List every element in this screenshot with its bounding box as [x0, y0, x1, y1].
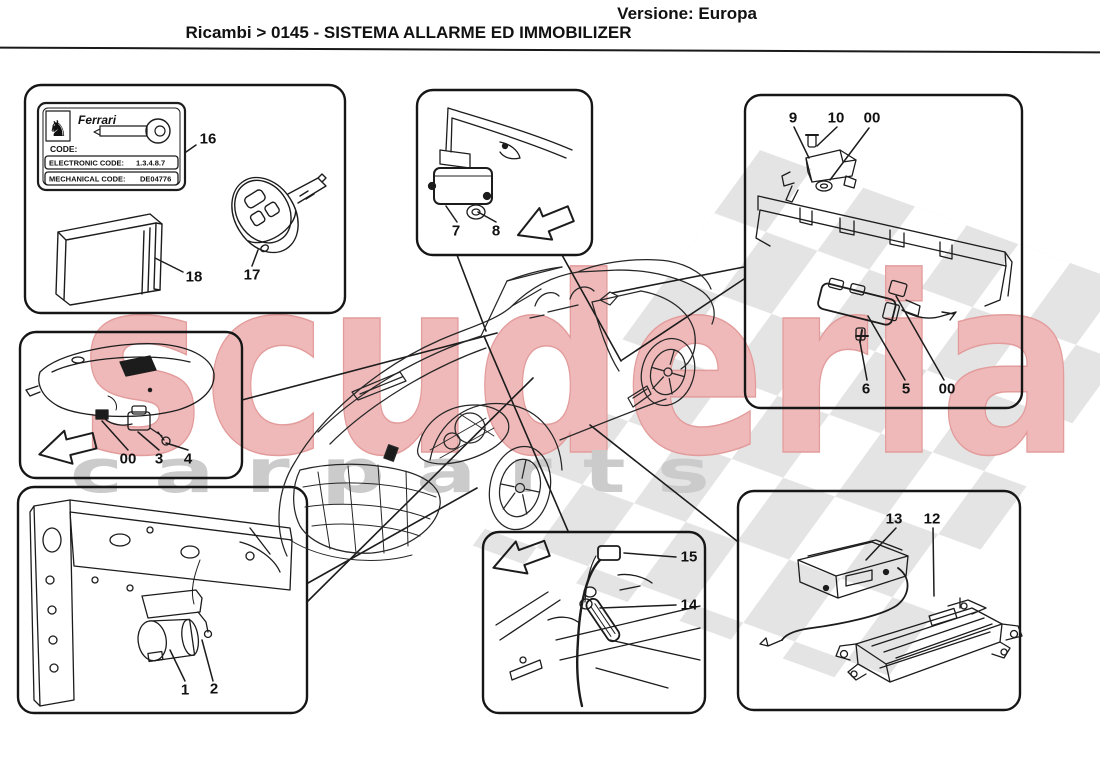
card-mechanical-label: MECHANICAL CODE: — [49, 175, 126, 184]
callout-2: 2 — [209, 680, 219, 698]
callout-4: 4 — [183, 450, 193, 468]
panel-engine-cover — [18, 330, 244, 480]
callout-6: 6 — [861, 380, 871, 398]
callout-00-bracket-bottom: 00 — [938, 380, 956, 398]
car-drawing — [278, 259, 715, 561]
card-code-label: CODE: — [50, 144, 78, 154]
panel-siren — [16, 485, 309, 715]
leader-lines — [241, 254, 745, 602]
callout-8: 8 — [491, 222, 501, 240]
antenna-drawing — [495, 545, 701, 708]
breadcrumb: Ricambi > 0145 - SISTEMA ALLARME ED IMMO… — [185, 23, 632, 42]
prancing-horse-icon: ♞ — [48, 116, 68, 141]
direction-arrow-icon — [492, 539, 551, 575]
callout-00-bracket-top: 00 — [863, 109, 881, 127]
siren-chassis-drawing — [29, 499, 293, 707]
callout-7: 7 — [451, 222, 461, 240]
card-electronic-label: ELECTRONIC CODE: — [49, 159, 124, 168]
card-mechanical-value: DE04776 — [140, 175, 171, 184]
key-fob-drawing — [231, 173, 327, 254]
direction-arrow-icon — [516, 205, 575, 241]
callout-3: 3 — [154, 450, 164, 468]
panel-key-kit — [23, 83, 347, 315]
callout-18: 18 — [185, 268, 203, 286]
callout-1: 1 — [180, 681, 190, 699]
callout-15: 15 — [680, 548, 698, 566]
callout-13: 13 — [885, 510, 903, 528]
card-electronic-value: 1.3.4.8.7 — [136, 159, 165, 168]
direction-arrow-icon — [38, 429, 98, 465]
panel-ecu — [736, 489, 1022, 712]
control-unit-drawing — [427, 107, 573, 220]
panel-brackets — [743, 93, 1024, 410]
ecu-bracket-drawing — [835, 597, 1023, 683]
callout-12: 12 — [923, 510, 941, 528]
page-header: Versione: Europa Ricambi > 0145 - SISTEM… — [0, 4, 758, 42]
callout-9: 9 — [788, 109, 798, 127]
callout-00-cover: 00 — [119, 450, 137, 468]
callout-17: 17 — [243, 266, 261, 284]
callout-leaders — [101, 126, 945, 682]
key-code-card-drawing: ♞ Ferrari CODE: ELECTRONIC CODE: 1.3.4.8… — [36, 101, 187, 192]
callout-5: 5 — [901, 380, 911, 398]
version-label: Versione: Europa — [617, 4, 757, 23]
panel-borders — [16, 83, 1024, 715]
panel-antenna — [481, 530, 707, 715]
panel-control-unit — [415, 88, 594, 257]
callout-14: 14 — [680, 596, 698, 614]
callout-10: 10 — [827, 109, 845, 127]
engine-cover-drawing — [25, 343, 215, 446]
callout-16: 16 — [199, 130, 217, 148]
bracket-modules-drawing — [755, 134, 1013, 343]
card-brand-text: Ferrari — [78, 113, 117, 127]
ecu-drawing — [759, 539, 909, 647]
checkered-flag-watermark — [472, 150, 1100, 693]
code-booklet-drawing — [55, 213, 163, 306]
